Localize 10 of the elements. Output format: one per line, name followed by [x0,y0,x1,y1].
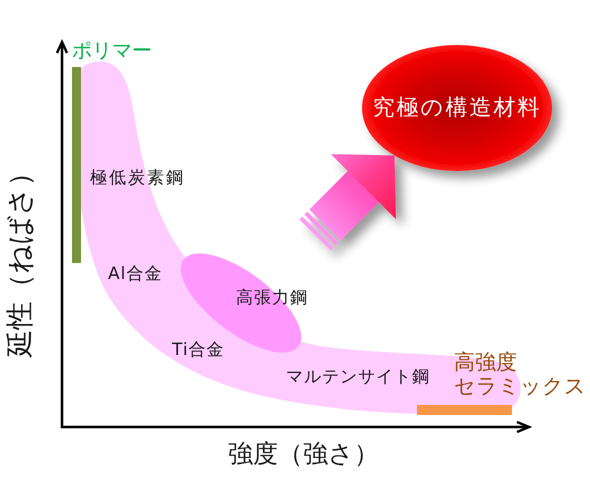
axis-title: 延性（ねばさ） [4,158,36,358]
material-label: Al合金 [108,265,162,285]
material-label: 極低炭素鋼 [90,169,185,189]
target-label: 究極の構造材料 [372,95,542,121]
material-label: Ti合金 [172,341,225,361]
material-label: 高強度セラミックス [454,350,586,398]
material-label: ポリマー [72,39,152,62]
material-label: 高張力鋼 [236,289,308,309]
material-label: マルテンサイト鋼 [286,368,430,388]
axis-title: 強度（強さ） [228,440,379,469]
